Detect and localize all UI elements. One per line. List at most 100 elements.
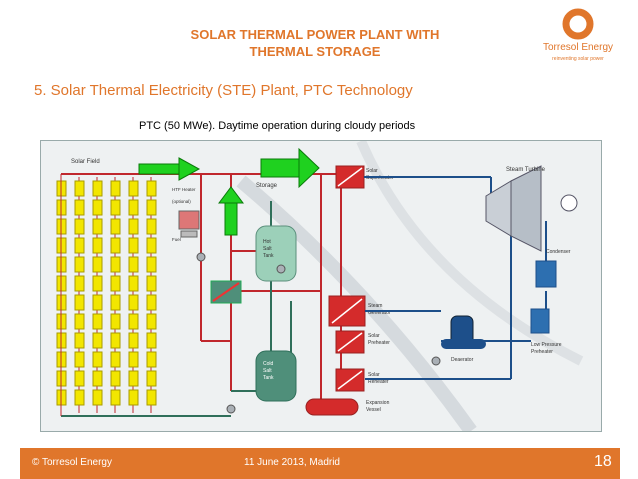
- collector-module: [128, 389, 139, 406]
- htf-heater-label: HTF Heater: [172, 187, 196, 192]
- deaerator: [441, 315, 486, 349]
- htf-heater: [178, 210, 200, 238]
- steam-generator-label-2: Generator: [368, 310, 391, 316]
- preheater-label-2: Preheater: [368, 340, 390, 346]
- condenser: [535, 260, 557, 288]
- preheater-label-1: Solar: [368, 333, 380, 339]
- pumps: [196, 252, 441, 414]
- collector-module: [146, 180, 157, 197]
- slide-title-line-2: THERMAL STORAGE: [249, 44, 381, 59]
- superheater-label-1: Solar: [366, 168, 378, 174]
- collector-module: [92, 275, 103, 292]
- collector-module: [146, 332, 157, 349]
- flow-arrow-up: [218, 186, 244, 236]
- collector-module: [128, 218, 139, 235]
- cold-salt-tank: [255, 350, 297, 402]
- collector-module: [110, 294, 121, 311]
- collector-module: [74, 275, 85, 292]
- collector-module: [110, 275, 121, 292]
- optional-label: (optional): [172, 199, 191, 204]
- collector-module: [128, 180, 139, 197]
- collector-module: [110, 332, 121, 349]
- collector-module: [110, 351, 121, 368]
- collector-module: [74, 332, 85, 349]
- steam-generator-label-1: Steam: [368, 303, 382, 309]
- logo-name: Torresol Energy: [542, 42, 614, 53]
- collector-module: [146, 218, 157, 235]
- footer-copyright: © Torresol Energy: [32, 457, 112, 468]
- expansion-vessel: [305, 398, 359, 416]
- collector-module: [74, 351, 85, 368]
- collector-module: [74, 313, 85, 330]
- collector-module: [110, 218, 121, 235]
- flow-arrow-field-2: [260, 147, 320, 189]
- collector-module: [128, 351, 139, 368]
- torresol-logo: Torresol Energy reinventing solar power: [528, 8, 628, 68]
- collector-module: [92, 237, 103, 254]
- footer-date: 11 June 2013, Madrid: [244, 457, 340, 468]
- collector-module: [92, 180, 103, 197]
- collector-module: [92, 313, 103, 330]
- collector-module: [74, 294, 85, 311]
- collector-module: [74, 237, 85, 254]
- plant-schematic: Solar Field HTF Heater (optional) Fuel: [41, 139, 601, 436]
- steam-generator: [328, 295, 366, 327]
- hot-salt-tank-label-3: Tank: [263, 253, 274, 259]
- collector-module: [92, 199, 103, 216]
- collector-module: [146, 237, 157, 254]
- diagram-caption: PTC (50 MWe). Daytime operation during c…: [139, 120, 416, 132]
- flow-arrows: [138, 147, 320, 236]
- solar-preheater: [335, 330, 365, 354]
- flow-arrow-field-1: [138, 157, 201, 181]
- collector-module: [128, 294, 139, 311]
- solar-superheater: [335, 165, 365, 189]
- collector-module: [110, 256, 121, 273]
- page-number: 18: [594, 453, 612, 470]
- plant-diagram: Solar Field HTF Heater (optional) Fuel: [40, 139, 602, 436]
- collector-module: [146, 294, 157, 311]
- hot-salt-tank-label-2: Salt: [263, 246, 272, 252]
- collector-module: [74, 389, 85, 406]
- collector-module: [92, 351, 103, 368]
- collector-module: [92, 389, 103, 406]
- cold-salt-tank-label-1: Cold: [263, 361, 274, 367]
- collector-module: [128, 237, 139, 254]
- collector-module: [146, 351, 157, 368]
- collector-module: [146, 275, 157, 292]
- collector-module: [128, 275, 139, 292]
- storage-heat-exchanger: [210, 280, 242, 304]
- hot-salt-tank-label-1: Hot: [263, 239, 271, 245]
- reheater-label-2: Reheater: [368, 379, 389, 385]
- collector-module: [128, 199, 139, 216]
- collector-module: [74, 218, 85, 235]
- collector-module: [110, 370, 121, 387]
- collector-module: [74, 370, 85, 387]
- collector-module: [74, 199, 85, 216]
- collector-module: [110, 389, 121, 406]
- collector-module: [146, 389, 157, 406]
- collector-module: [128, 313, 139, 330]
- lp-preheater-label-2: Preheater: [531, 349, 553, 355]
- collector-module: [92, 294, 103, 311]
- cold-salt-tank-label-3: Tank: [263, 375, 274, 381]
- collector-module: [128, 370, 139, 387]
- steam-turbine: [485, 165, 578, 252]
- collector-module: [128, 332, 139, 349]
- collector-module: [110, 180, 121, 197]
- collector-module: [110, 199, 121, 216]
- slide-title: SOLAR THERMAL POWER PLANT WITH THERMAL S…: [150, 26, 480, 60]
- solar-field-label: Solar Field: [71, 159, 100, 165]
- expansion-vessel-label-2: Vessel: [366, 407, 381, 413]
- collector-module: [74, 256, 85, 273]
- collector-module: [146, 370, 157, 387]
- collector-module: [74, 180, 85, 197]
- expansion-vessel-label-1: Expansion: [366, 400, 390, 406]
- steam-turbine-label: Steam Turbine: [506, 167, 546, 173]
- collector-module: [92, 370, 103, 387]
- condenser-label: Condenser: [546, 249, 571, 255]
- collector-module: [110, 237, 121, 254]
- collector-module: [92, 218, 103, 235]
- slide-subtitle: 5. Solar Thermal Electricity (STE) Plant…: [34, 82, 413, 99]
- solar-reheater: [335, 368, 365, 392]
- collector-module: [110, 313, 121, 330]
